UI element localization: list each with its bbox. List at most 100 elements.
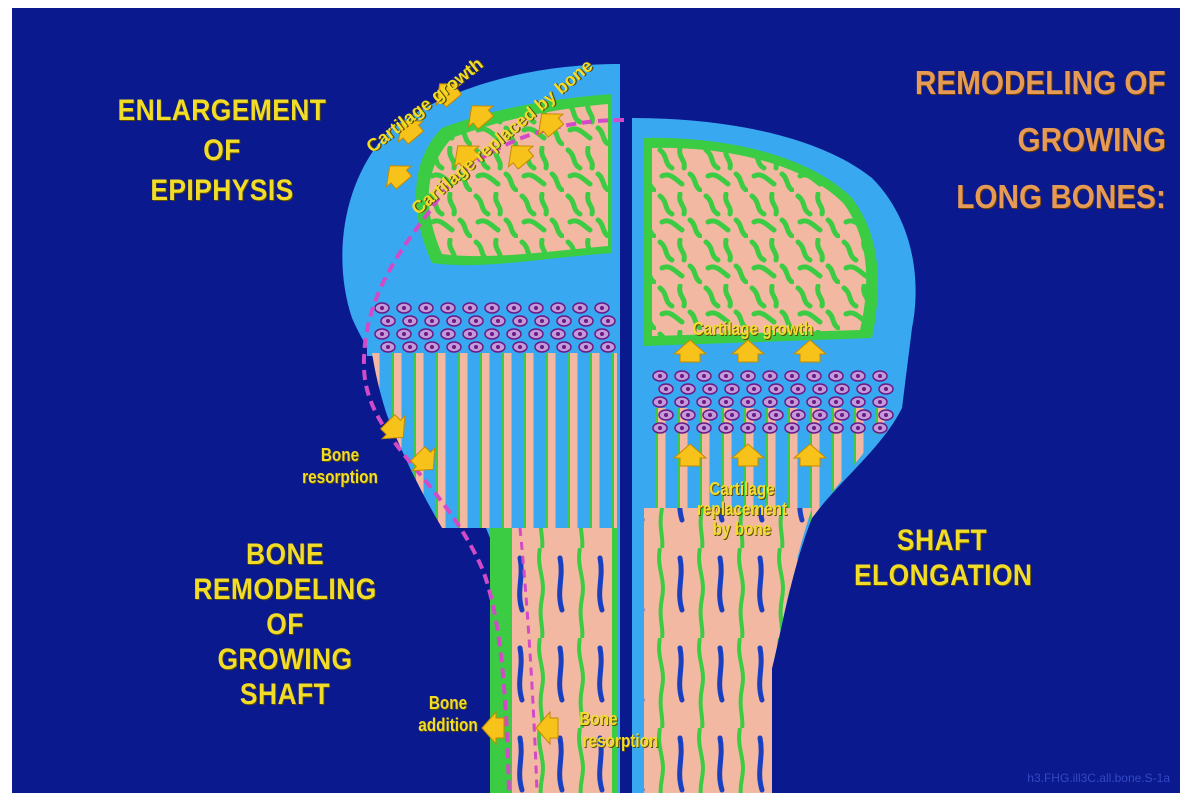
cartilage-cell xyxy=(879,384,893,394)
cartilage-cell xyxy=(425,342,439,352)
enlargement-line-1: ENLARGEMENT xyxy=(108,96,337,126)
title-line-3: LONG BONES: xyxy=(956,180,1166,213)
cartilage-cell xyxy=(741,371,755,381)
cartilage-cell xyxy=(513,342,527,352)
cartilage-replacement-line-1: Cartilage xyxy=(691,480,793,498)
cartilage-cell xyxy=(769,410,783,420)
bone-addition-line-1: Bone xyxy=(406,694,491,712)
cartilage-cell xyxy=(829,423,843,433)
cartilage-cell xyxy=(397,303,411,313)
cartilage-cell xyxy=(807,371,821,381)
cartilage-cell xyxy=(851,423,865,433)
cartilage-cell xyxy=(697,371,711,381)
cartilage-cell xyxy=(659,410,673,420)
cartilage-cell xyxy=(697,423,711,433)
cartilage-cell xyxy=(595,303,609,313)
cartilage-cell xyxy=(697,397,711,407)
cartilage-cell xyxy=(763,397,777,407)
cartilage-cell xyxy=(747,410,761,420)
shaft-elongation-line-1: SHAFT xyxy=(854,526,1030,556)
bone-addition-line-2: addition xyxy=(406,716,491,734)
bone-remodeling-line-1: BONE xyxy=(184,540,386,570)
cartilage-cell xyxy=(785,371,799,381)
cartilage-cell xyxy=(835,410,849,420)
title-line-2: GROWING xyxy=(1018,123,1166,156)
cartilage-cell xyxy=(785,397,799,407)
cartilage-cell xyxy=(557,342,571,352)
cartilage-cell xyxy=(491,316,505,326)
cartilage-cell xyxy=(441,329,455,339)
cartilage-cell xyxy=(425,316,439,326)
cartilage-cell xyxy=(857,384,871,394)
cartilage-cell xyxy=(579,342,593,352)
bone-resorption-left-line-1: Bone xyxy=(298,446,383,464)
slide-background: REMODELING OF GROWING LONG BONES: ENLARG… xyxy=(12,8,1180,793)
cartilage-cell xyxy=(463,329,477,339)
bone-resorption-left-line-2: resorption xyxy=(298,468,383,486)
cartilage-cell xyxy=(851,397,865,407)
cartilage-cell xyxy=(375,329,389,339)
cartilage-cell xyxy=(835,384,849,394)
right-bone-half xyxy=(632,118,916,793)
cartilage-cell xyxy=(491,342,505,352)
cartilage-replacement-line-3: by bone xyxy=(691,520,793,538)
cartilage-cell xyxy=(601,316,615,326)
cartilage-cell xyxy=(447,342,461,352)
cartilage-cell xyxy=(681,410,695,420)
enlargement-line-3: EPIPHYSIS xyxy=(108,176,337,206)
cartilage-cell xyxy=(769,384,783,394)
cartilage-cell xyxy=(513,316,527,326)
cartilage-cell xyxy=(551,329,565,339)
cartilage-cell xyxy=(807,423,821,433)
cartilage-cell xyxy=(469,316,483,326)
cartilage-cell xyxy=(375,303,389,313)
cartilage-cell xyxy=(851,371,865,381)
cartilage-cell xyxy=(403,342,417,352)
cartilage-cell xyxy=(741,397,755,407)
cartilage-cell xyxy=(535,316,549,326)
cartilage-cell xyxy=(535,342,549,352)
cartilage-cell xyxy=(813,384,827,394)
cartilage-cell xyxy=(675,423,689,433)
credit-text: h3.FHG.ill3C.all.bone.S-1a xyxy=(1027,771,1170,785)
cartilage-cell xyxy=(829,371,843,381)
cartilage-cell xyxy=(681,384,695,394)
cartilage-cell xyxy=(381,342,395,352)
cartilage-cell xyxy=(573,329,587,339)
cartilage-cell xyxy=(529,303,543,313)
cartilage-cell xyxy=(463,303,477,313)
bone-resorption-bottom-line-1: Bone xyxy=(579,710,617,728)
cartilage-cell xyxy=(829,397,843,407)
cartilage-cell xyxy=(381,316,395,326)
enlargement-line-2: OF xyxy=(108,136,337,166)
cartilage-cell xyxy=(857,410,871,420)
title-line-1: REMODELING OF xyxy=(915,66,1166,99)
cartilage-cell xyxy=(579,316,593,326)
cartilage-cell xyxy=(719,371,733,381)
cartilage-cell xyxy=(653,397,667,407)
cartilage-cell xyxy=(873,371,887,381)
cartilage-cell xyxy=(879,410,893,420)
cartilage-cell xyxy=(675,371,689,381)
cartilage-cell xyxy=(725,410,739,420)
cartilage-cell xyxy=(653,423,667,433)
cartilage-cell xyxy=(507,329,521,339)
cartilage-cell xyxy=(719,397,733,407)
cartilage-cell xyxy=(747,384,761,394)
bone-remodeling-line-5: SHAFT xyxy=(184,680,386,710)
cartilage-cell xyxy=(469,342,483,352)
cartilage-replacement-line-2: replacement xyxy=(691,500,793,518)
cartilage-cell xyxy=(397,329,411,339)
cartilage-growth-right-label: Cartilage growth xyxy=(693,320,814,338)
cartilage-cell xyxy=(873,397,887,407)
cartilage-cell xyxy=(719,423,733,433)
cartilage-cell xyxy=(791,384,805,394)
cartilage-cell xyxy=(791,410,805,420)
bone-remodeling-line-2: REMODELING xyxy=(184,575,386,605)
cartilage-cell xyxy=(573,303,587,313)
cartilage-cell xyxy=(659,384,673,394)
cartilage-cell xyxy=(725,384,739,394)
cartilage-cell xyxy=(551,303,565,313)
cartilage-cell xyxy=(419,329,433,339)
